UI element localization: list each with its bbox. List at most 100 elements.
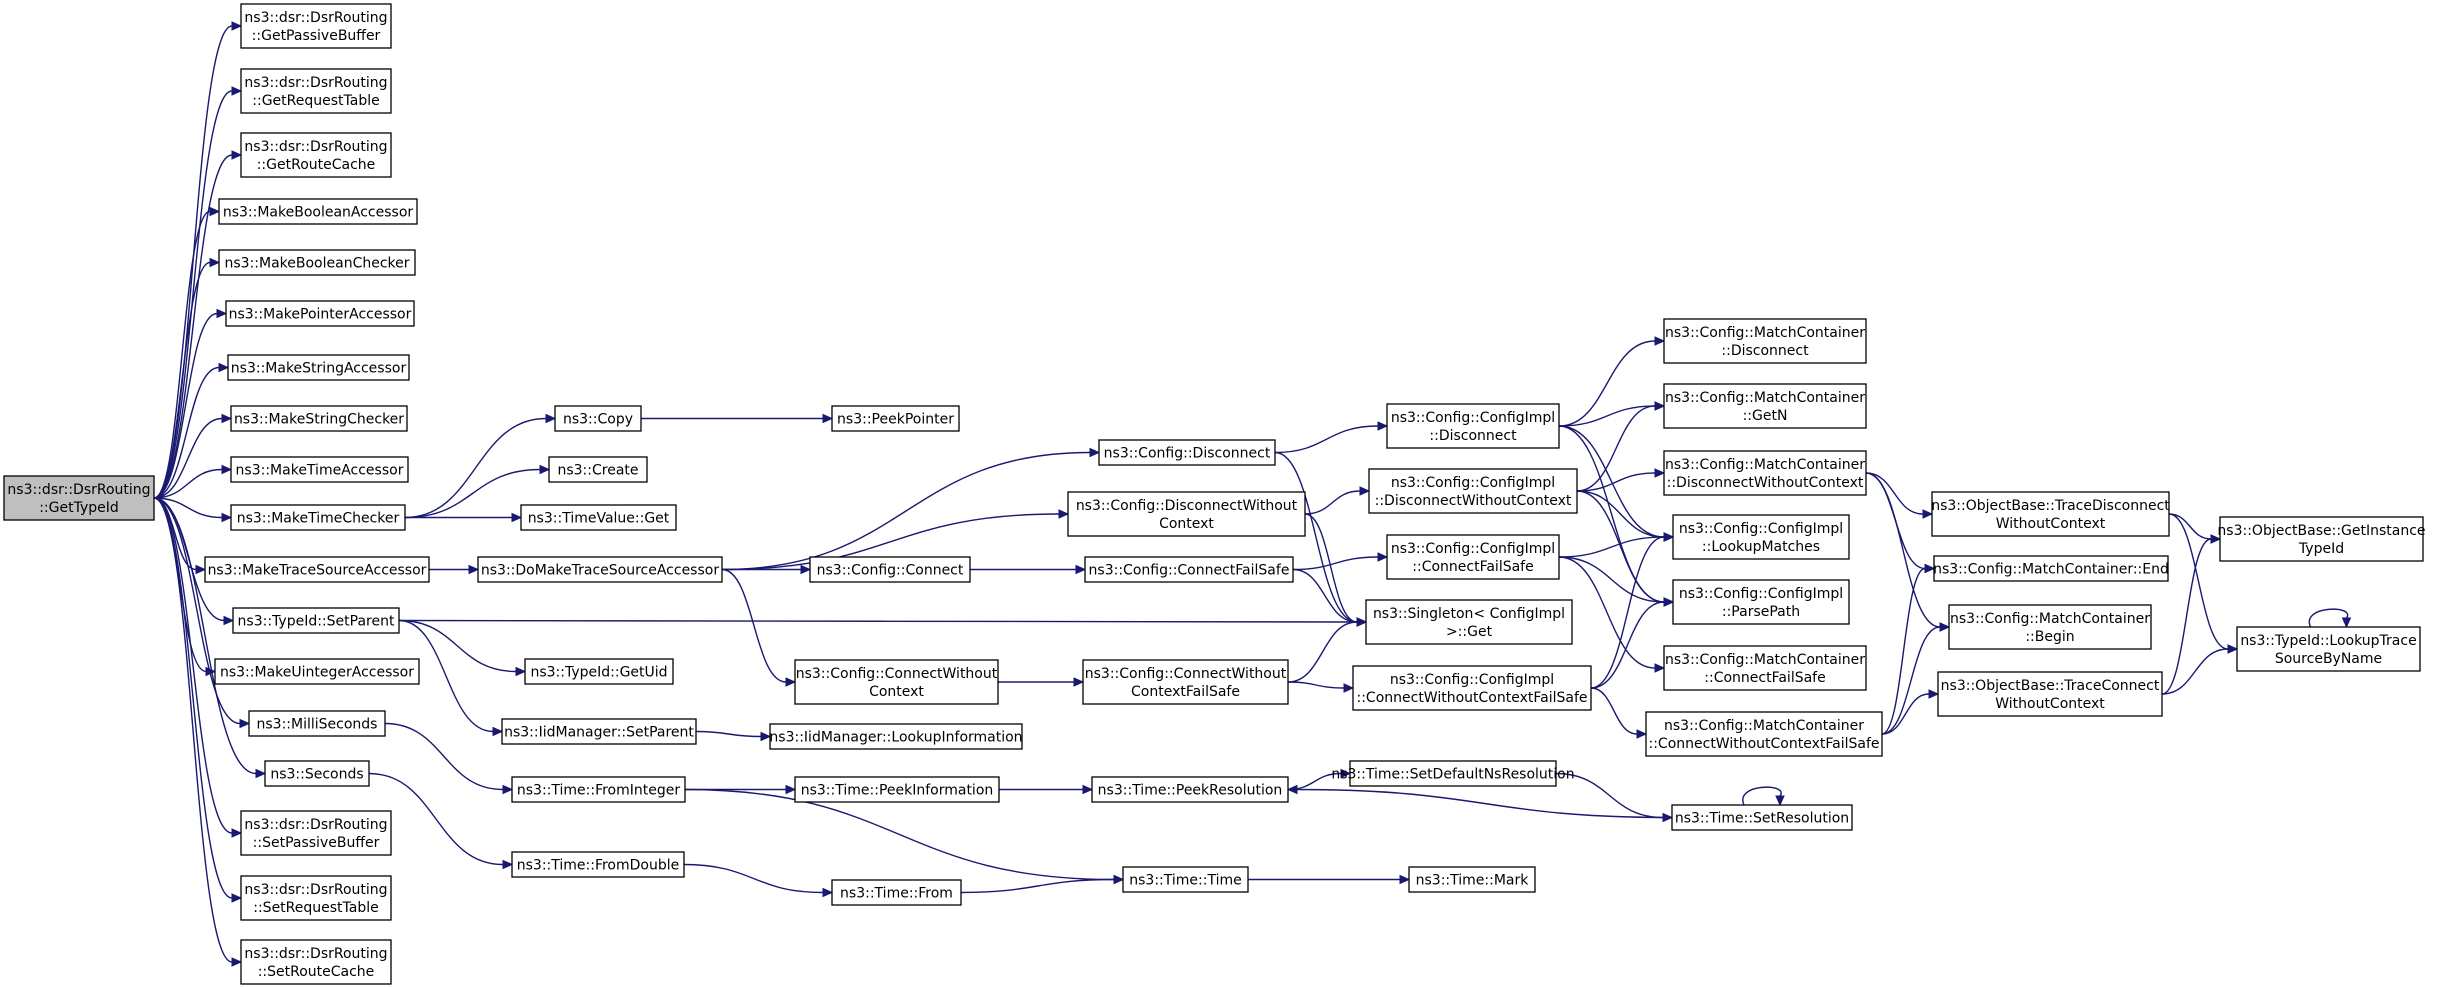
- node-label-line: ns3::dsr::DsrRouting: [244, 75, 387, 91]
- edge-time-peek-information-to-time-peek-resolution: [999, 784, 1094, 795]
- edge-line: [1558, 536, 1665, 558]
- node-box: [1645, 711, 1883, 757]
- node-label-line: ::ConnectWithoutContextFailSafe: [1648, 736, 1879, 752]
- node-mc-connect-fail-safe[interactable]: ns3::Config::MatchContainer::ConnectFail…: [1663, 645, 1867, 691]
- node-label-line: ns3::MakeUintegerAccessor: [220, 665, 414, 681]
- node-label-line: ns3::Config::MatchContainer::End: [1933, 562, 2169, 578]
- node-type-id-set-parent[interactable]: ns3::TypeId::SetParent: [232, 607, 400, 634]
- node-config-disconnect[interactable]: ns3::Config::Disconnect: [1098, 439, 1276, 466]
- node-make-time-accessor[interactable]: ns3::MakeTimeAccessor: [230, 456, 409, 483]
- node-make-pointer-accessor[interactable]: ns3::MakePointerAccessor: [225, 300, 415, 327]
- node-peek-pointer[interactable]: ns3::PeekPointer: [831, 405, 960, 432]
- edge-root-to-set-route-cache: [153, 497, 243, 967]
- edge-line: [683, 863, 824, 894]
- node-get-passive-buffer[interactable]: ns3::dsr::DsrRouting::GetPassiveBuffer: [240, 3, 392, 49]
- node-time-from-double[interactable]: ns3::Time::FromDouble: [511, 851, 685, 878]
- node-mc-get-n[interactable]: ns3::Config::MatchContainer::GetN: [1663, 383, 1867, 429]
- edge-root-to-make-boolean-checker: [153, 257, 221, 499]
- node-box: [1084, 556, 1294, 583]
- node-create[interactable]: ns3::Create: [548, 456, 648, 483]
- edge-line: [684, 788, 1115, 881]
- node-singleton-get[interactable]: ns3::Singleton< ConfigImpl >::Get: [1365, 599, 1573, 645]
- node-make-uinteger-accessor[interactable]: ns3::MakeUintegerAccessor: [214, 658, 420, 685]
- node-label-line: ::SetRouteCache: [258, 964, 375, 980]
- edge-line: [1555, 772, 1664, 819]
- node-make-boolean-checker[interactable]: ns3::MakeBooleanChecker: [218, 249, 416, 276]
- node-box: [1386, 534, 1560, 580]
- node-impl-lookup-matches[interactable]: ns3::Config::ConfigImpl::LookupMatches: [1672, 514, 1850, 560]
- arrowhead: [1654, 336, 1666, 346]
- node-time-peek-resolution[interactable]: ns3::Time::PeekResolution: [1091, 776, 1289, 803]
- edge-line: [153, 210, 211, 499]
- node-box: [554, 405, 642, 432]
- node-get-request-table[interactable]: ns3::dsr::DsrRouting::GetRequestTable: [240, 68, 392, 114]
- node-label-line: ns3::dsr::DsrRouting: [7, 482, 150, 498]
- node-config-connect-fail-safe[interactable]: ns3::Config::ConnectFailSafe: [1084, 556, 1294, 583]
- node-set-route-cache[interactable]: ns3::dsr::DsrRouting::SetRouteCache: [240, 939, 392, 985]
- node-time-time[interactable]: ns3::Time::Time: [1122, 866, 1249, 893]
- node-mc-disconnect-without-context[interactable]: ns3::Config::MatchContainer::DisconnectW…: [1663, 450, 1867, 496]
- node-time-from-integer[interactable]: ns3::Time::FromInteger: [511, 776, 686, 803]
- node-time-from[interactable]: ns3::Time::From: [831, 879, 962, 906]
- node-make-trace-source-accessor[interactable]: ns3::MakeTraceSourceAccessor: [204, 556, 430, 583]
- node-make-boolean-accessor[interactable]: ns3::MakeBooleanAccessor: [218, 198, 418, 225]
- node-box: [230, 504, 406, 531]
- node-make-time-checker[interactable]: ns3::MakeTimeChecker: [230, 504, 406, 531]
- node-config-disconnect-without-context[interactable]: ns3::Config::DisconnectWithoutContext: [1067, 491, 1306, 537]
- node-mc-begin[interactable]: ns3::Config::MatchContainer::Begin: [1948, 604, 2152, 650]
- node-box: [809, 556, 971, 583]
- node-impl-connect-without-context-fail-safe[interactable]: ns3::Config::ConfigImpl::ConnectWithoutC…: [1352, 665, 1592, 711]
- edge-type-id-lookup-trace-source-by-name-to-type-id-lookup-trace-source-by-name: [2308, 608, 2352, 629]
- node-make-string-checker[interactable]: ns3::MakeStringChecker: [230, 405, 408, 432]
- node-ob-trace-connect-without-context[interactable]: ns3::ObjectBase::TraceConnectWithoutCont…: [1937, 671, 2163, 717]
- node-impl-disconnect-without-context[interactable]: ns3::Config::ConfigImpl::DisconnectWitho…: [1368, 468, 1578, 514]
- node-config-connect-without-context-fail-safe[interactable]: ns3::Config::ConnectWithoutContextFailSa…: [1082, 659, 1289, 705]
- node-mc-end[interactable]: ns3::Config::MatchContainer::End: [1933, 555, 2169, 582]
- node-box: [240, 68, 392, 114]
- node-impl-disconnect[interactable]: ns3::Config::ConfigImpl::Disconnect: [1386, 403, 1560, 449]
- node-set-request-table[interactable]: ns3::dsr::DsrRouting::SetRequestTable: [240, 875, 392, 921]
- node-label-line: ns3::TimeValue::Get: [528, 511, 670, 527]
- nodes-layer: ns3::dsr::DsrRouting::GetTypeIdns3::dsr:…: [3, 3, 2426, 985]
- node-time-mark[interactable]: ns3::Time::Mark: [1408, 866, 1536, 893]
- node-impl-connect-fail-safe[interactable]: ns3::Config::ConfigImpl::ConnectFailSafe: [1386, 534, 1560, 580]
- node-type-id-get-uid[interactable]: ns3::TypeId::GetUid: [524, 658, 674, 685]
- node-mc-connect-without-context-fail-safe[interactable]: ns3::Config::MatchContainer::ConnectWith…: [1645, 711, 1883, 757]
- edge-line: [2308, 608, 2349, 628]
- node-do-make-trace-source-accessor[interactable]: ns3::DoMakeTraceSourceAccessor: [477, 556, 723, 583]
- node-iid-set-parent[interactable]: ns3::IidManager::SetParent: [501, 718, 697, 745]
- edge-line: [1865, 472, 1924, 515]
- edge-root-to-make-string-accessor: [153, 362, 230, 499]
- node-iid-lookup-information[interactable]: ns3::IidManager::LookupInformation: [769, 723, 1023, 750]
- node-label-line: ns3::Time::SetResolution: [1675, 811, 1849, 827]
- node-label-line: ns3::Time::From: [840, 886, 953, 902]
- node-time-set-default-ns-resolution[interactable]: ns3::Time::SetDefaultNsResolution: [1331, 760, 1575, 787]
- edge-line: [1558, 556, 1656, 669]
- edge-line: [1881, 567, 1926, 735]
- edge-line: [153, 312, 218, 499]
- edge-root-to-seconds: [153, 497, 267, 779]
- node-ob-trace-disconnect-without-context[interactable]: ns3::ObjectBase::TraceDisconnectWithoutC…: [1931, 491, 2170, 537]
- node-make-string-accessor[interactable]: ns3::MakeStringAccessor: [227, 354, 410, 381]
- edge-root-to-get-request-table: [153, 86, 243, 499]
- node-mc-disconnect[interactable]: ns3::Config::MatchContainer::Disconnect: [1663, 318, 1867, 364]
- node-label-line: ns3::ObjectBase::TraceDisconnect: [1931, 498, 2170, 514]
- node-impl-parse-path[interactable]: ns3::Config::ConfigImpl::ParsePath: [1672, 579, 1850, 625]
- node-seconds[interactable]: ns3::Seconds: [264, 760, 370, 787]
- node-root[interactable]: ns3::dsr::DsrRouting::GetTypeId: [3, 475, 155, 521]
- node-time-peek-information[interactable]: ns3::Time::PeekInformation: [794, 776, 1000, 803]
- node-set-passive-buffer[interactable]: ns3::dsr::DsrRouting::SetPassiveBuffer: [240, 810, 392, 856]
- node-copy[interactable]: ns3::Copy: [554, 405, 642, 432]
- edge-line: [1576, 490, 1665, 538]
- node-time-value-get[interactable]: ns3::TimeValue::Get: [520, 504, 677, 531]
- node-time-set-resolution[interactable]: ns3::Time::SetResolution: [1671, 804, 1853, 831]
- node-label-line: ::ConnectFailSafe: [1704, 670, 1825, 686]
- node-config-connect-without-context[interactable]: ns3::Config::ConnectWithoutContext: [794, 659, 999, 705]
- node-label-line: ns3::MakeTimeAccessor: [236, 463, 404, 479]
- node-config-connect[interactable]: ns3::Config::Connect: [809, 556, 971, 583]
- node-get-route-cache[interactable]: ns3::dsr::DsrRouting::GetRouteCache: [240, 132, 392, 178]
- node-milli-seconds[interactable]: ns3::MilliSeconds: [248, 710, 386, 737]
